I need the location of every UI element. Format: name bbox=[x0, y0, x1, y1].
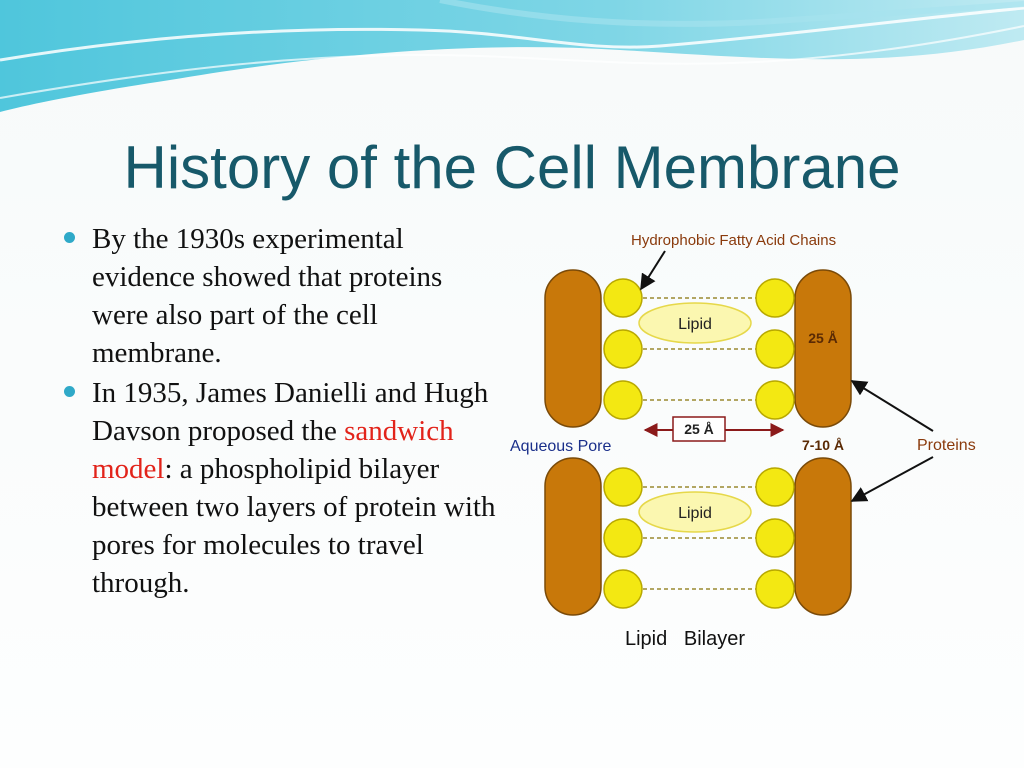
bullet-1: By the 1930s experimental evidence showe… bbox=[62, 220, 502, 372]
pore-width-box bbox=[672, 416, 726, 442]
bullet-2: In 1935, James Danielli and Hugh Davson … bbox=[62, 374, 502, 602]
bullet-2-text-before: In 1935, James Danielli and Hugh Davson … bbox=[92, 377, 489, 447]
lipid-label-bottom: Lipid bbox=[678, 505, 712, 522]
proteins-label: Proteins bbox=[917, 437, 976, 454]
hydrophobic-label: Hydrophobic Fatty Acid Chains bbox=[631, 232, 836, 249]
slide-title: History of the Cell Membrane bbox=[123, 134, 901, 201]
lipid-ellipse-bottom bbox=[638, 491, 752, 533]
lipid-ellipse-top bbox=[638, 302, 752, 344]
proteins-arrow-top bbox=[850, 380, 934, 432]
bullet-dot-icon bbox=[64, 386, 75, 397]
hydrophobic-arrow bbox=[640, 250, 666, 291]
fatty-acid-tails bbox=[643, 297, 757, 590]
bullet-1-text: By the 1930s experimental evidence showe… bbox=[92, 223, 443, 369]
lipid-label-top: Lipid bbox=[678, 316, 712, 333]
protein-bottom-right bbox=[794, 457, 852, 616]
protein-top-right bbox=[794, 269, 852, 428]
pore-width-label: 25 Å bbox=[684, 421, 714, 437]
proteins-arrow-bottom bbox=[850, 456, 934, 502]
protein-bottom-left bbox=[544, 457, 602, 616]
aqueous-pore-label: Aqueous Pore bbox=[510, 438, 612, 455]
bullet-dot-icon bbox=[64, 232, 75, 243]
bullet-2-text-after: : a phospholipid bilayer between two lay… bbox=[92, 453, 496, 599]
lipid-bilayer-caption: Lipid Bilayer bbox=[625, 628, 745, 650]
lipid-bilayer-diagram: Lipid Lipid 25 Å Hydrophobic Fatty Acid … bbox=[510, 232, 976, 650]
header-waves bbox=[0, 0, 1024, 112]
phospholipid-heads bbox=[603, 278, 795, 609]
sandwich-model-highlight: sandwich model bbox=[92, 415, 454, 485]
thickness-label-25: 25 Å bbox=[808, 330, 838, 346]
protein-thickness-label: 7-10 Å bbox=[802, 437, 844, 453]
bullet-list: By the 1930s experimental evidence showe… bbox=[62, 220, 502, 604]
protein-top-left bbox=[544, 269, 602, 428]
